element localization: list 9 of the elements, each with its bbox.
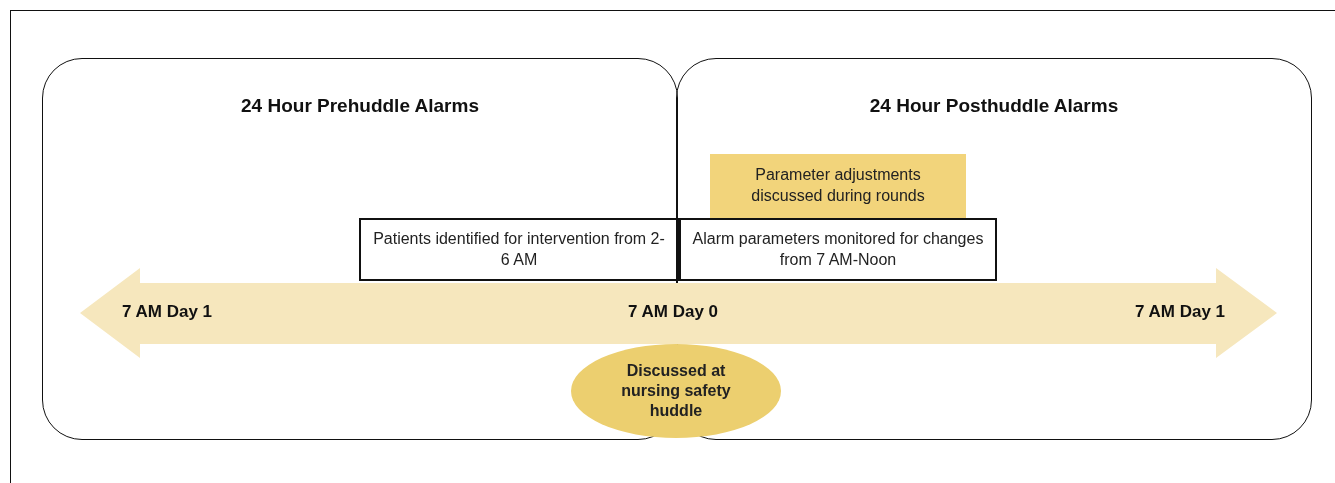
huddle-ellipse: Discussed at nursing safety huddle — [571, 344, 781, 438]
process-box: Patients identified for intervention from 2-6 AM — [359, 218, 679, 281]
panel-title: 24 Hour Posthuddle Alarms — [868, 95, 1120, 117]
time-label: 7 AM Day 1 — [1135, 302, 1226, 322]
time-label: 7 AM Day 1 — [122, 302, 213, 322]
process-box: Alarm parameters monitored for changes from 7 AM-Noon — [679, 218, 997, 281]
panel-title: 24 Hour Prehuddle Alarms — [240, 95, 480, 117]
note-box: Parameter adjustments discussed during rounds — [710, 154, 966, 218]
time-label: 7 AM Day 0 — [628, 302, 719, 322]
